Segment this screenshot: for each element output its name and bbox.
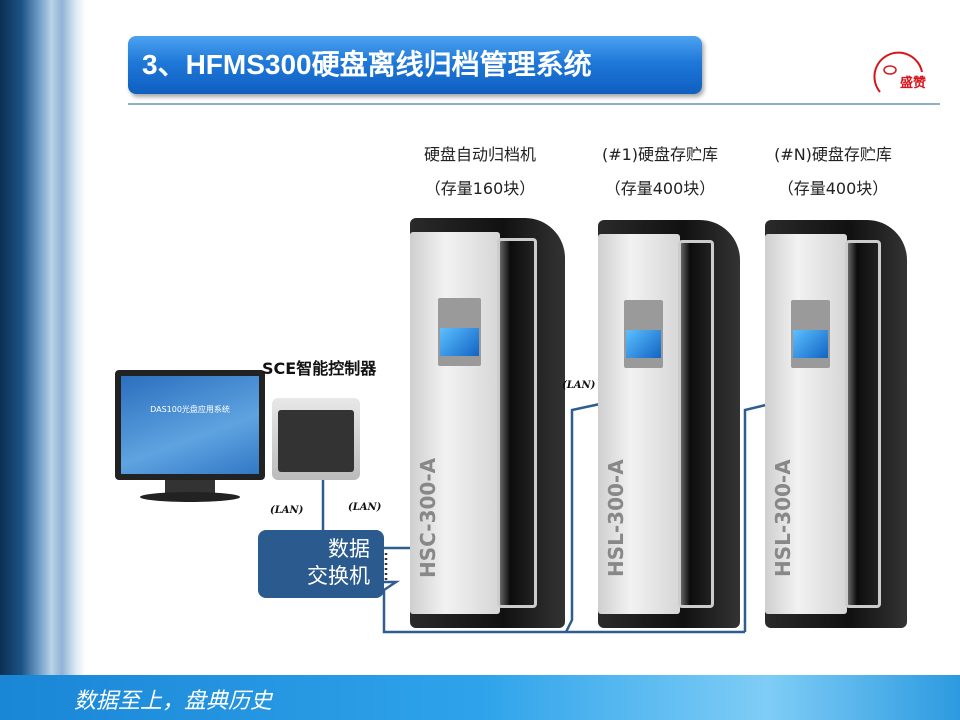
controller-label: SCE智能控制器 bbox=[262, 359, 377, 378]
switch-label-line1: 数据 bbox=[328, 537, 370, 561]
left-decorative-band bbox=[0, 0, 86, 680]
title-divider bbox=[128, 103, 940, 105]
lan-label-storage: (LAN) bbox=[562, 380, 596, 391]
lan-label-controller: (LAN) bbox=[348, 502, 382, 513]
touchscreen bbox=[792, 330, 828, 358]
cabinet-1-name: 硬盘自动归档机 bbox=[423, 145, 536, 164]
data-switch: 数据 交换机 bbox=[258, 530, 384, 598]
logo-text: 盛赞 bbox=[900, 76, 927, 91]
cabinet-1-model: HSC-300-A bbox=[416, 457, 440, 579]
cabinet-2-model: HSL-300-A bbox=[604, 459, 628, 577]
touchscreen bbox=[440, 328, 479, 356]
cabinet-3-name: (#N)硬盘存贮库 bbox=[774, 145, 892, 164]
disc-logo-icon bbox=[873, 51, 923, 93]
cabinet-hsl-300-a-n: HSL-300-A bbox=[765, 220, 907, 628]
cabinet-hsc-300-a: HSC-300-A bbox=[410, 218, 565, 628]
lan-label-monitor: (LAN) bbox=[270, 505, 304, 516]
cabinet-hsl-300-a-1: HSL-300-A bbox=[598, 220, 740, 628]
cabinet-2-capacity: （存量400块） bbox=[604, 179, 716, 198]
cabinet-1-capacity: （存量160块） bbox=[424, 179, 536, 198]
slide-title: 3、HFMS300硬盘离线归档管理系统 bbox=[128, 36, 702, 94]
footer-bar: 数据至上，盘典历史 bbox=[0, 675, 960, 720]
sce-controller bbox=[272, 398, 360, 480]
cabinet-3-capacity: （存量400块） bbox=[777, 179, 889, 198]
touchscreen bbox=[625, 330, 661, 358]
footer-slogan: 数据至上，盘典历史 bbox=[74, 689, 273, 714]
switch-label-line2: 交换机 bbox=[307, 564, 370, 588]
cabinet-3-model: HSL-300-A bbox=[771, 459, 795, 577]
monitor: DAS100光盘应用系统 bbox=[115, 370, 265, 510]
cabinet-2-name: (#1)硬盘存贮库 bbox=[601, 145, 719, 164]
monitor-screen-text: DAS100光盘应用系统 bbox=[121, 376, 259, 474]
